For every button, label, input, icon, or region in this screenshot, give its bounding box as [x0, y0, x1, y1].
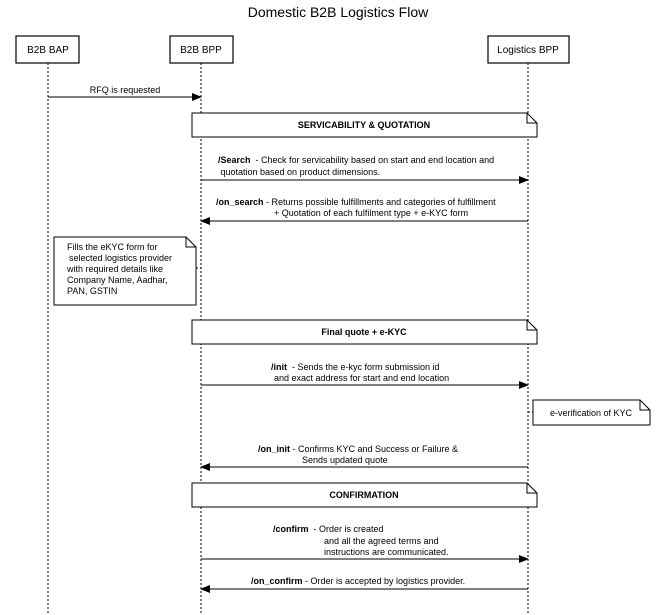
message-confirm: /confirm - Order is created and all the … — [201, 524, 529, 563]
section-servicability-quotation: SERVICABILITY & QUOTATION — [191, 112, 538, 138]
message-text: /Search - Check for servicability based … — [218, 155, 494, 165]
section-label: SERVICABILITY & QUOTATION — [298, 120, 430, 130]
message-text: and exact address for start and end loca… — [274, 373, 449, 383]
participant-b2b-bpp: B2B BPP — [169, 35, 234, 64]
endpoint-label: /on_search — [216, 197, 264, 207]
message-description: - Order is accepted by logistics provide… — [303, 576, 466, 586]
message-text: /confirm - Order is created — [273, 524, 384, 534]
participant-label: B2B BAP — [27, 45, 69, 56]
message-description: - Check for servicability based on start… — [251, 155, 495, 165]
note-line: with required details like — [66, 264, 163, 274]
participant-label: Logistics BPP — [497, 45, 559, 56]
endpoint-label: /confirm — [273, 524, 309, 534]
diagram-title: Domestic B2B Logistics Flow — [248, 4, 429, 20]
section-label: CONFIRMATION — [329, 490, 398, 500]
message-text: Sends updated quote — [302, 455, 388, 465]
note-line: Fills the eKYC form for — [67, 242, 158, 252]
note-line: e-verification of KYC — [550, 408, 633, 418]
section-confirmation: CONFIRMATION — [191, 482, 538, 508]
section-final-quote-ekyc: Final quote + e-KYC — [191, 319, 538, 345]
participant-logistics-bpp: Logistics BPP — [487, 35, 570, 64]
message-text: /on_confirm - Order is accepted by logis… — [251, 576, 465, 586]
message-on-confirm: /on_confirm - Order is accepted by logis… — [200, 576, 528, 593]
message-description: - Order is created — [309, 524, 384, 534]
message-search: /Search - Check for servicability based … — [201, 155, 529, 184]
participant-b2b-bap: B2B BAP — [15, 35, 80, 64]
participant-label: B2B BPP — [180, 45, 222, 56]
message-text: RFQ is requested — [90, 85, 161, 95]
message-text: and all the agreed terms and — [324, 536, 439, 546]
message-description: - Sends the e-kyc form submission id — [287, 362, 440, 372]
message-init: /init - Sends the e-kyc form submission … — [201, 362, 529, 389]
message-description: - Returns possible fulfillments and cate… — [264, 197, 497, 207]
message-text: + Quotation of each fulfilment type + e-… — [274, 208, 468, 218]
endpoint-label: /on_confirm — [251, 576, 303, 586]
endpoint-label: /init — [271, 362, 287, 372]
message-text: /on_init - Confirms KYC and Success or F… — [258, 444, 458, 454]
message-text: /init - Sends the e-kyc form submission … — [271, 362, 440, 372]
message-text: instructions are communicated. — [324, 547, 449, 557]
section-label: Final quote + e-KYC — [321, 327, 407, 337]
message-rfq: RFQ is requested — [48, 85, 202, 101]
message-on-search: /on_search - Returns possible fulfillmen… — [200, 197, 528, 225]
note-ekyc-form: Fills the eKYC form for selected logisti… — [53, 236, 201, 306]
endpoint-label: /Search — [218, 155, 251, 165]
note-line: Company Name, Aadhar, — [67, 275, 168, 285]
message-description: - Confirms KYC and Success or Failure & — [290, 444, 458, 454]
note-line: PAN, GSTIN — [67, 286, 117, 296]
message-text: quotation based on product dimensions. — [218, 167, 380, 177]
note-e-verification: e-verification of KYC — [528, 399, 651, 426]
message-text: /on_search - Returns possible fulfillmen… — [216, 197, 496, 207]
endpoint-label: /on_init — [258, 444, 290, 454]
note-line: selected logistics provider — [69, 253, 172, 263]
message-on-init: /on_init - Confirms KYC and Success or F… — [200, 444, 528, 471]
